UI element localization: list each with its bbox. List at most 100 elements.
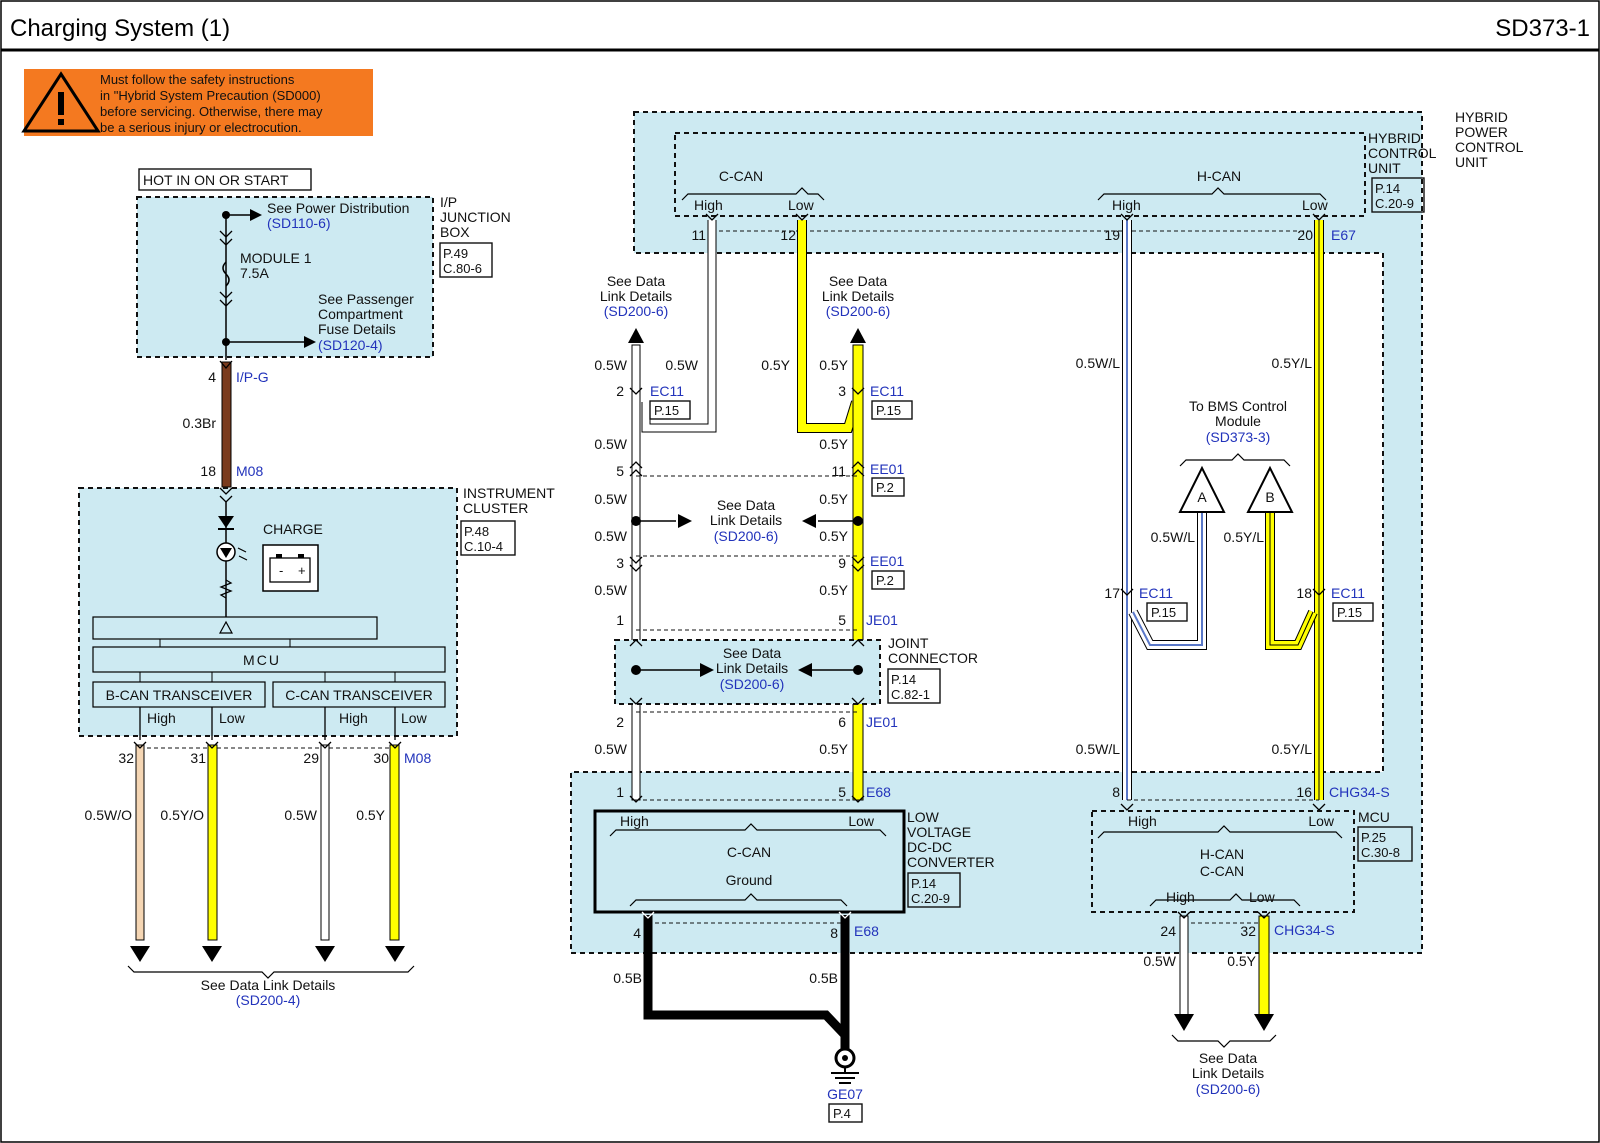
ip-box-name-3: BOX: [440, 224, 470, 240]
conn-e68b: E68: [854, 923, 879, 939]
connector-a-triangle-icon: [1178, 465, 1226, 513]
bcan-label: B-CAN TRANSCEIVER: [106, 687, 253, 703]
ec11-b-page: P.15: [876, 403, 901, 418]
wire-label-w-b: 0.5W: [665, 357, 698, 373]
fuse-name: MODULE 1: [240, 250, 312, 266]
pin-31: 31: [190, 750, 206, 766]
conn-ec11-d: EC11: [1331, 585, 1365, 601]
hcu-l3: UNIT: [1368, 160, 1401, 176]
connector-chevron-icon: [705, 213, 809, 221]
sdl-top-right-ref: (SD200-6): [826, 303, 891, 319]
brace: [1097, 187, 1327, 201]
input-triangle-icon: [218, 620, 234, 634]
arrow-right-icon: [678, 514, 692, 528]
mcu-high-2: High: [1166, 889, 1195, 905]
arrow-down-icon: [1254, 1014, 1274, 1031]
sdl-mid-l1: See Data: [717, 497, 776, 513]
ldc-ref-box: [907, 872, 961, 908]
brace: [1149, 893, 1301, 907]
bms-l1: To BMS Control: [1189, 398, 1287, 414]
ldc-l4: CONVERTER: [907, 854, 995, 870]
sdl-mid-ref: (SD200-6): [714, 528, 779, 544]
ec11-a-ref-box: [649, 400, 691, 420]
wire-y-main: [852, 344, 864, 801]
mcu-hcan: H-CAN: [1200, 846, 1244, 862]
sdl-joint-l2: Link Details: [716, 660, 788, 676]
cluster-high-2: High: [339, 710, 368, 726]
wire-label-w: 0.5W: [284, 807, 317, 823]
mcu-ccan: C-CAN: [1200, 863, 1244, 879]
pin-32: 32: [1240, 923, 1256, 939]
joint-ref-box: [887, 668, 941, 704]
ground-name: GE07: [827, 1086, 863, 1102]
sdl-top-left-ref: (SD200-6): [604, 303, 669, 319]
pin-11: 11: [691, 227, 706, 243]
pin-18: 18: [200, 463, 216, 479]
conn-ec11-b: EC11: [870, 383, 904, 399]
hcu-low-b: Low: [1302, 197, 1329, 213]
arrow-right-icon: [700, 663, 714, 677]
arrow-left-icon: [798, 663, 812, 677]
pin-5c: 5: [838, 784, 846, 800]
warning-line-2: in "Hybrid System Precaution (SD000): [100, 88, 321, 103]
hcu-hcan-label: H-CAN: [1197, 168, 1241, 184]
joint-connector: [614, 639, 881, 705]
sdl-top-right-l2: Link Details: [822, 288, 894, 304]
pin-5b: 5: [838, 612, 846, 628]
pin-3b: 3: [616, 555, 624, 571]
wire-label-c1: 0.5W: [594, 436, 627, 452]
wire-label-wl1: 0.5W/L: [1076, 355, 1121, 371]
ldc-l3: DC-DC: [907, 839, 952, 855]
pin-4: 4: [208, 369, 216, 385]
wire-label-wl2: 0.5W/L: [1151, 529, 1196, 545]
battery-icon: - +: [262, 544, 319, 592]
pin-6: 6: [838, 714, 846, 730]
pin-11b: 11: [831, 463, 846, 479]
wire-y-32: [1258, 915, 1270, 1017]
arrow-up-icon: [628, 328, 644, 343]
sdl-joint-ref: (SD200-6): [720, 676, 785, 692]
conn-chg34-b: CHG34-S: [1274, 922, 1335, 938]
wire-label-b1: 0.5B: [613, 970, 642, 986]
conn-ec11-c: EC11: [1139, 585, 1173, 601]
bcan-transceiver: [92, 681, 266, 708]
wire-label-yl1: 0.5Y/L: [1272, 355, 1313, 371]
ee01-b-page: P.2: [876, 573, 894, 588]
arrow-right-icon: [304, 336, 316, 348]
warning-banner: Must follow the safety instructions in "…: [21, 69, 373, 136]
hot-label: HOT IN ON OR START: [143, 172, 289, 188]
connector-chevron-icon: [1120, 803, 1326, 811]
ee01-a-ref-box: [871, 477, 905, 497]
conn-je01-a: JE01: [866, 612, 898, 628]
sdl-bottom-l1: See Data: [1199, 1050, 1258, 1066]
mcu-low-2: Low: [1249, 889, 1276, 905]
cluster-ref-box: [460, 520, 516, 556]
bms-l2: Module: [1215, 413, 1261, 429]
conn-ee01-a: EE01: [870, 461, 904, 477]
wire-label-wo: 0.5W/O: [85, 807, 133, 823]
connector-chevron-icon: [629, 461, 865, 477]
ec11-d-page: P.15: [1337, 605, 1362, 620]
cluster-input-block: [92, 616, 378, 640]
conn-ee01-b: EE01: [870, 553, 904, 569]
joint-l2: CONNECTOR: [888, 650, 978, 666]
hpcu-l2: POWER: [1455, 124, 1508, 140]
sdl-top-left-l2: Link Details: [600, 288, 672, 304]
svg-text:+: +: [298, 563, 306, 578]
connector-chevron-icon: [1177, 911, 1271, 919]
cluster-mcu-label: MCU: [243, 652, 281, 668]
power-dist-ref: (SD110-6): [267, 215, 331, 231]
cluster-conn: C.10-4: [464, 539, 503, 554]
mcu-high: High: [1128, 813, 1157, 829]
ip-junction-box: [136, 196, 434, 358]
svg-text:-: -: [279, 563, 283, 578]
passenger-l2: Compartment: [318, 306, 403, 322]
conn-e67: E67: [1331, 227, 1356, 243]
pin-18r: 18: [1296, 585, 1312, 601]
wire-label-g1: 0.5W: [594, 741, 627, 757]
cluster-page: P.48: [464, 524, 489, 539]
wire-label-yo: 0.5Y/O: [160, 807, 204, 823]
mcu-conn: C.30-8: [1361, 845, 1400, 860]
arrow-right-icon: [250, 209, 262, 221]
ec11-a-page: P.15: [654, 403, 679, 418]
